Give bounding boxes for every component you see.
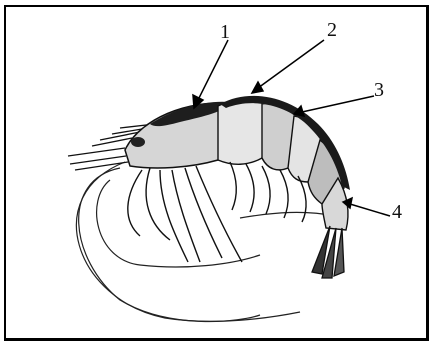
eye [131,137,145,147]
antennae [76,162,335,322]
callout-label-4: 4 [392,201,402,223]
tail-fan [312,226,344,278]
callout-line-1 [198,40,228,100]
callout-line-3 [302,96,374,112]
callout-label-1: 1 [220,21,230,43]
legs [128,162,306,262]
callout-line-4 [350,204,390,216]
callout-arrowhead-2 [252,82,263,93]
callout-line-2 [258,40,324,88]
abdomen-segments [218,99,348,230]
callout-label-2: 2 [327,19,337,41]
callout-label-3: 3 [374,79,384,101]
